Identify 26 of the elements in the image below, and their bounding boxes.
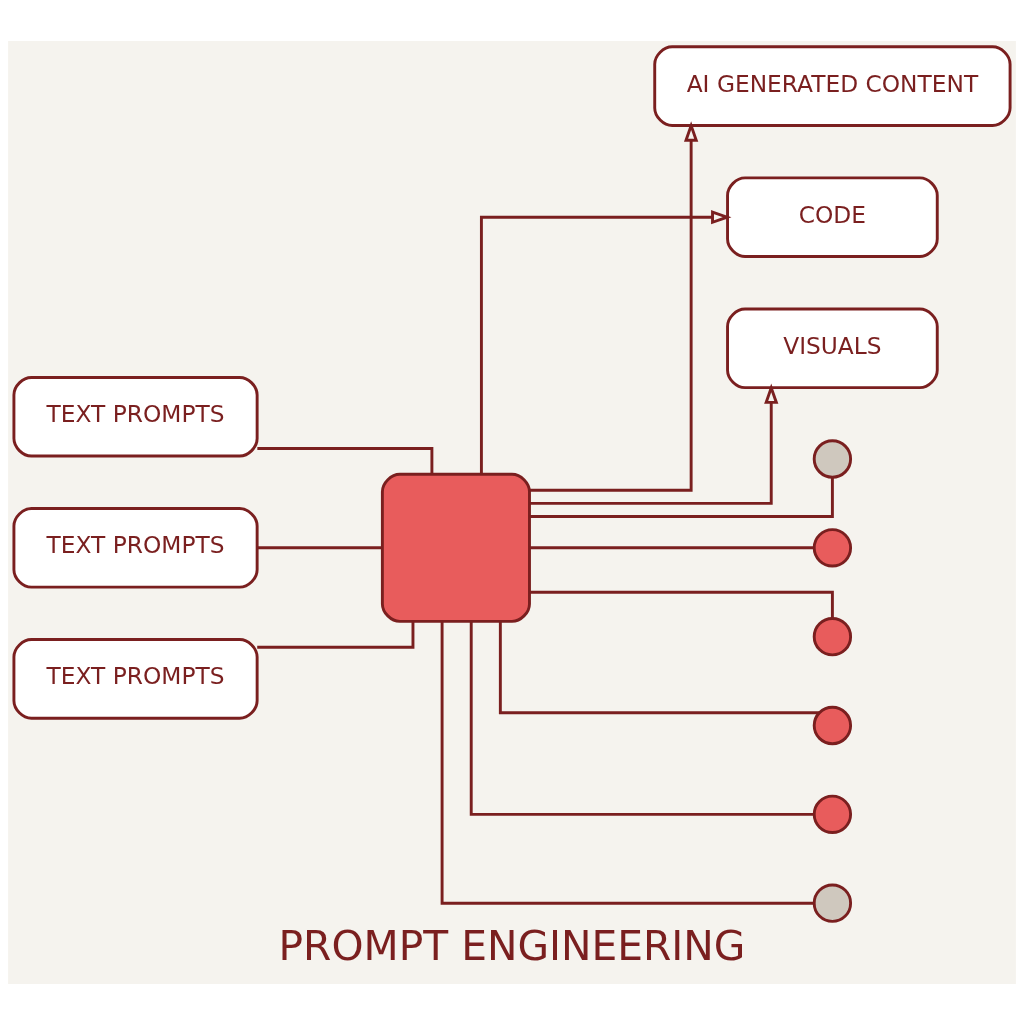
connector	[529, 590, 834, 618]
arrow	[529, 382, 779, 505]
node-box: CODE	[726, 175, 939, 258]
node-circle	[812, 794, 853, 834]
arrow	[529, 120, 699, 492]
arrow	[479, 209, 732, 474]
connector	[440, 620, 815, 905]
node-box: VISUALS	[726, 307, 939, 389]
connector	[529, 545, 814, 549]
node-circle	[812, 527, 853, 567]
node-circle	[812, 883, 853, 923]
node-box: AI GENERATED CONTENT	[653, 44, 1012, 127]
connector	[469, 621, 814, 816]
node-box: TEXT PROMPTS	[12, 637, 259, 720]
connector	[257, 545, 382, 549]
node-circle	[812, 616, 853, 656]
diagram-title: PROMPT ENGINEERING	[278, 921, 746, 970]
connector	[498, 621, 820, 714]
node-box: TEXT PROMPTS	[12, 506, 259, 589]
connector	[529, 477, 834, 518]
node-circle	[812, 705, 853, 745]
connector	[257, 446, 434, 474]
connector	[257, 621, 415, 649]
node-box	[380, 472, 531, 623]
node-circle	[812, 438, 853, 479]
node-box: TEXT PROMPTS	[12, 375, 259, 458]
